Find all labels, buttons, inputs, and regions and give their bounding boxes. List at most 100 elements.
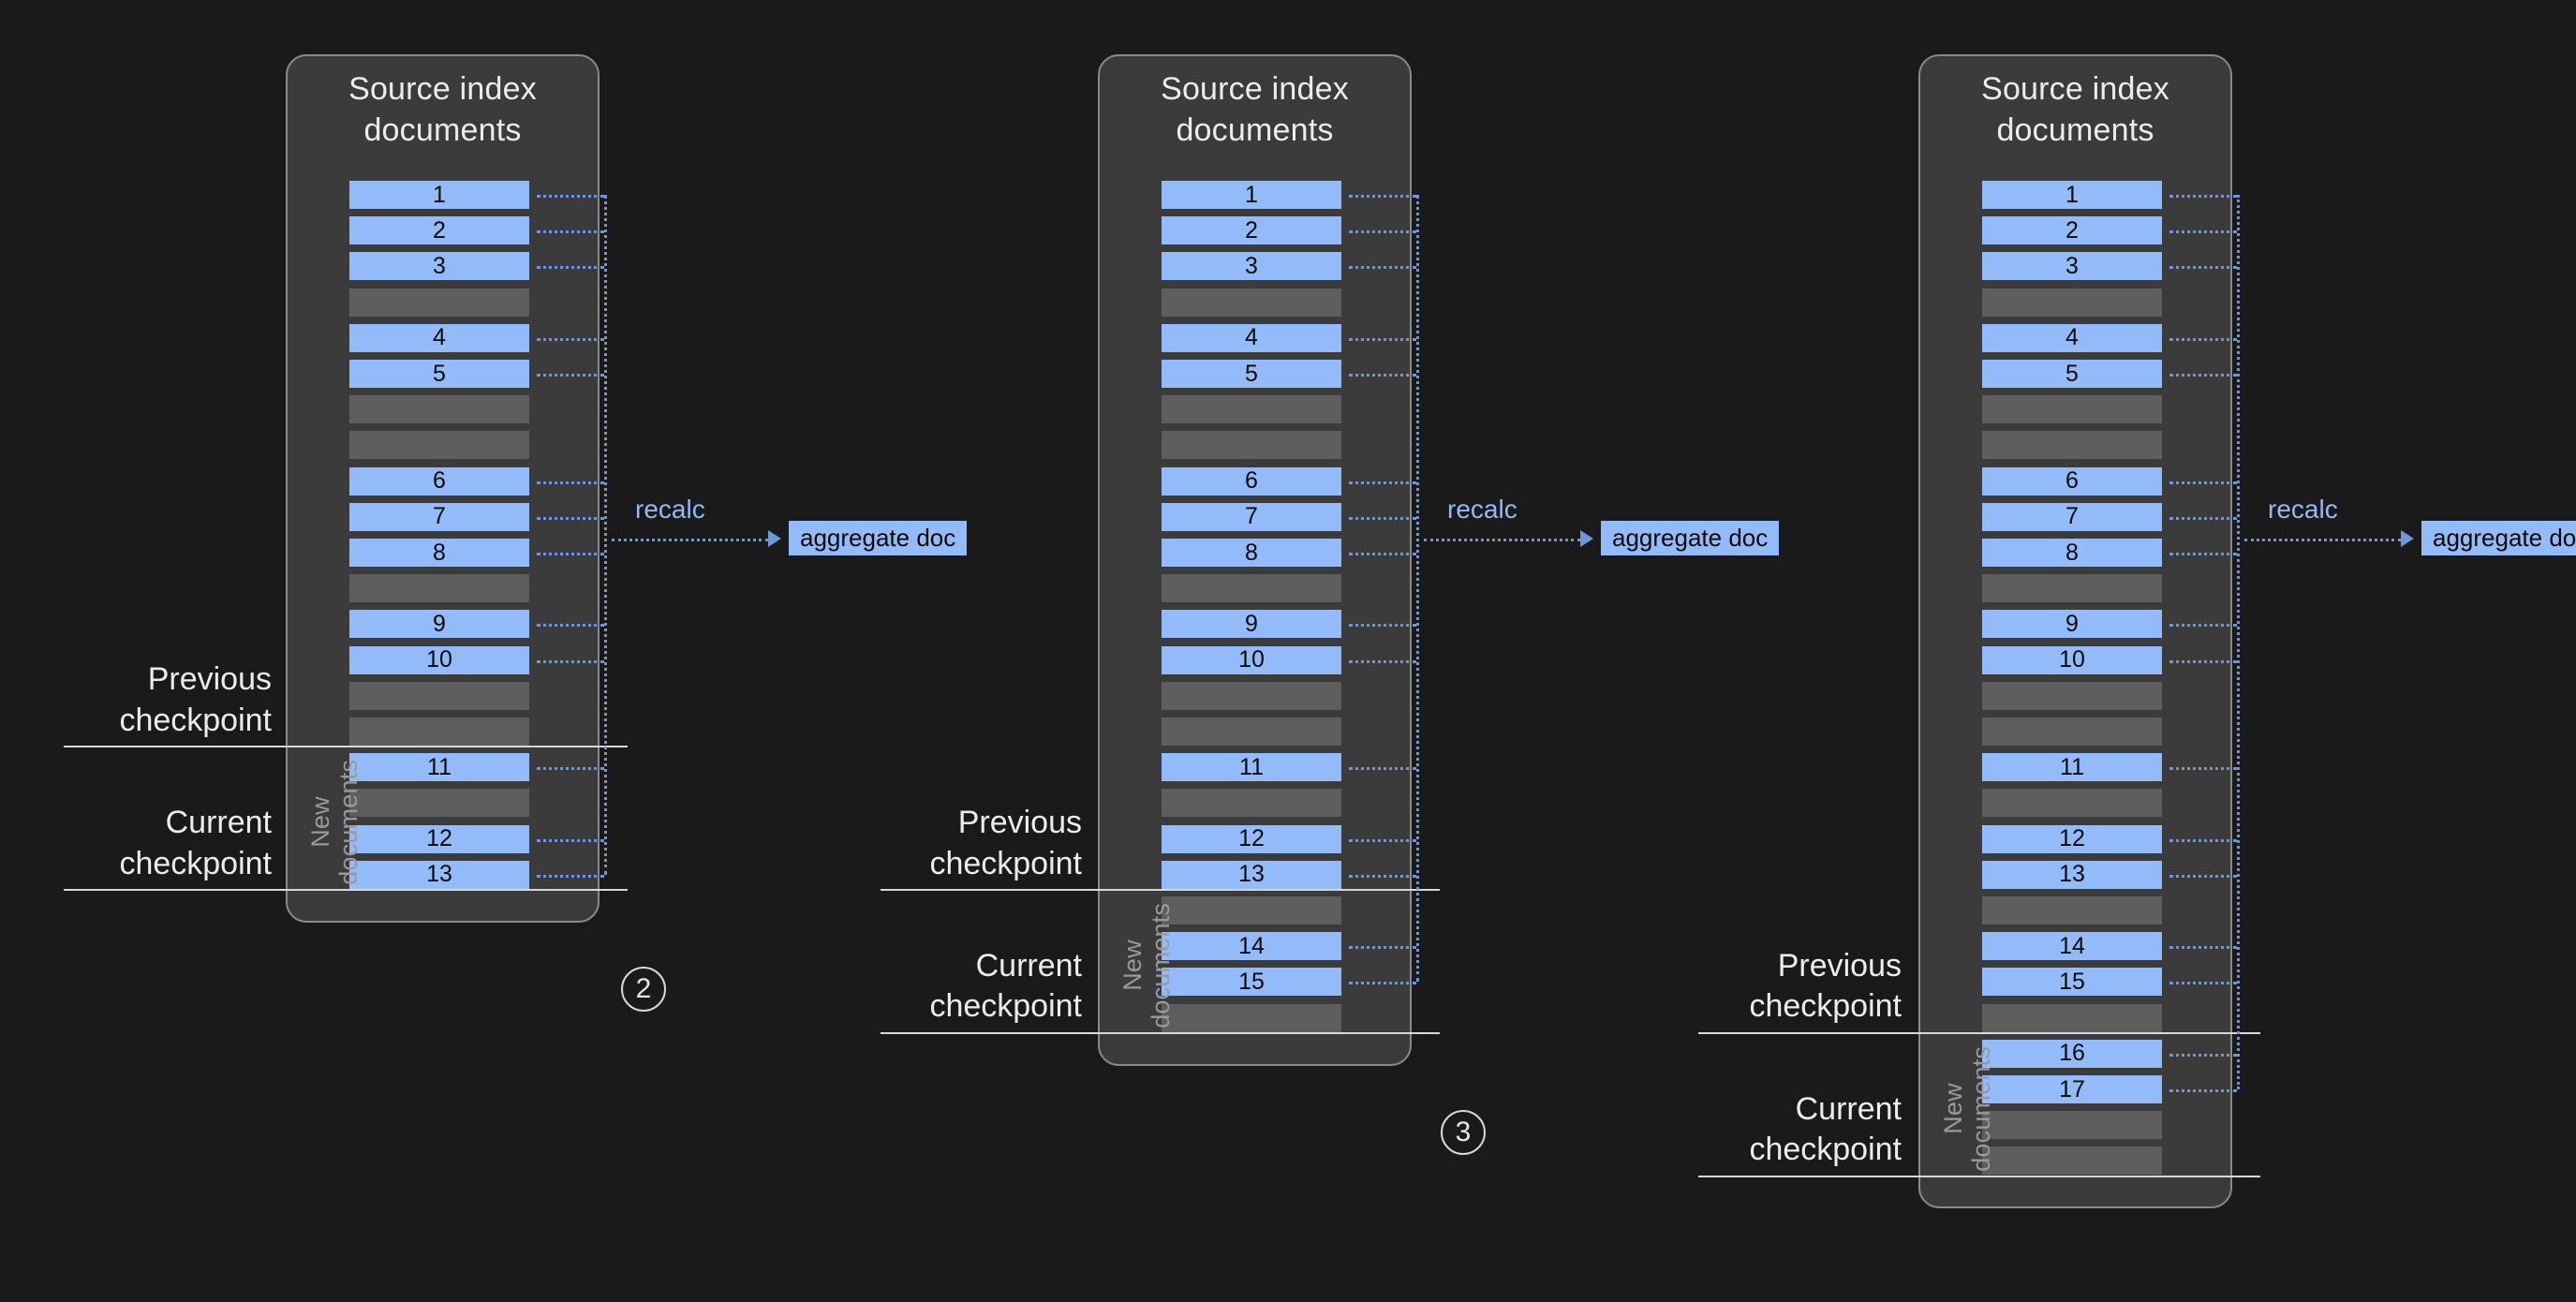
document-row: 10 bbox=[1982, 645, 2162, 674]
document-connector-line bbox=[537, 337, 604, 341]
document-row: 13 bbox=[349, 860, 529, 889]
document-gap-row bbox=[349, 789, 529, 818]
document-gap-row bbox=[349, 681, 529, 710]
document-connector-line bbox=[1349, 767, 1416, 771]
current-checkpoint-label: Current checkpoint bbox=[929, 947, 1082, 1025]
document-connector-line bbox=[2169, 481, 2237, 484]
document-row: 9 bbox=[1162, 610, 1341, 639]
document-connector-line bbox=[2169, 195, 2237, 198]
document-connector-line bbox=[1349, 230, 1416, 234]
document-connector-line bbox=[2169, 767, 2237, 771]
document-connector-line bbox=[1349, 374, 1416, 377]
document-row: 2 bbox=[1982, 216, 2162, 245]
document-gap-row bbox=[1982, 431, 2162, 460]
document-gap-row bbox=[349, 574, 529, 603]
recalc-arrow bbox=[612, 539, 768, 541]
document-row: 12 bbox=[1982, 824, 2162, 853]
recalc-arrow bbox=[2244, 539, 2401, 541]
document-row: 16 bbox=[1982, 1039, 2162, 1068]
recalc-arrow bbox=[1424, 539, 1580, 541]
document-gap-row bbox=[1162, 681, 1341, 710]
recalc-arrow-head bbox=[1580, 530, 1593, 547]
document-row: 3 bbox=[1162, 252, 1341, 281]
document-connector-line bbox=[2169, 553, 2237, 555]
document-row: 4 bbox=[1162, 323, 1341, 352]
document-connector-line bbox=[2169, 1053, 2237, 1057]
document-connector-line bbox=[2169, 982, 2237, 985]
document-row: 9 bbox=[349, 610, 529, 639]
document-row: 6 bbox=[1982, 466, 2162, 496]
document-connector-line bbox=[2169, 659, 2237, 663]
document-connector-line bbox=[2169, 230, 2237, 234]
document-connector-line bbox=[537, 624, 604, 628]
document-connector-line bbox=[1349, 195, 1416, 198]
aggregate-doc-box: aggregate doc bbox=[1601, 521, 1780, 555]
document-gap-row bbox=[1162, 896, 1341, 925]
recalc-arrow-head bbox=[2401, 530, 2414, 547]
connector-bus-line bbox=[604, 195, 607, 875]
document-connector-line bbox=[2169, 838, 2237, 842]
document-row: 5 bbox=[1982, 360, 2162, 388]
document-gap-row bbox=[1982, 574, 2162, 603]
document-connector-line bbox=[537, 553, 604, 555]
recalc-label: recalc bbox=[635, 495, 705, 524]
step-number-badge: 3 bbox=[1441, 1109, 1486, 1155]
current-checkpoint-line bbox=[881, 1031, 1440, 1034]
previous-checkpoint-label: Previous checkpoint bbox=[929, 805, 1082, 881]
document-row: 12 bbox=[1162, 824, 1341, 853]
document-gap-row bbox=[349, 288, 529, 317]
document-row: 1 bbox=[1982, 181, 2162, 209]
document-connector-line bbox=[537, 481, 604, 484]
aggregate-doc-box: aggregate doc bbox=[789, 521, 968, 555]
document-row: 5 bbox=[349, 360, 529, 388]
document-connector-line bbox=[2169, 1089, 2237, 1092]
document-connector-line bbox=[537, 516, 604, 520]
document-connector-line bbox=[537, 659, 604, 663]
document-gap-row bbox=[1162, 431, 1341, 460]
document-row: 10 bbox=[1162, 645, 1341, 674]
document-gap-row bbox=[349, 718, 529, 746]
step-number-badge: 2 bbox=[621, 966, 666, 1012]
document-connector-line bbox=[537, 266, 604, 270]
document-row: 8 bbox=[1162, 539, 1341, 567]
document-connector-line bbox=[2169, 946, 2237, 950]
document-row: 13 bbox=[1162, 860, 1341, 889]
document-gap-row bbox=[349, 395, 529, 424]
document-row: 4 bbox=[1982, 323, 2162, 352]
document-row: 14 bbox=[1982, 932, 2162, 961]
document-gap-row bbox=[1982, 1111, 2162, 1140]
new-documents-label: New documents bbox=[1939, 1045, 1996, 1172]
document-gap-row bbox=[1162, 395, 1341, 424]
document-gap-row bbox=[1982, 1003, 2162, 1032]
card-title: Source index documents bbox=[1161, 71, 1349, 148]
document-row: 10 bbox=[349, 645, 529, 674]
document-connector-line bbox=[1349, 266, 1416, 270]
document-connector-line bbox=[2169, 624, 2237, 628]
document-gap-row bbox=[1982, 288, 2162, 317]
document-row: 17 bbox=[1982, 1075, 2162, 1103]
document-gap-row bbox=[1982, 395, 2162, 424]
document-row: 2 bbox=[349, 216, 529, 245]
document-row: 7 bbox=[349, 502, 529, 531]
document-connector-line bbox=[1349, 838, 1416, 842]
document-row: 15 bbox=[1162, 968, 1341, 997]
document-connector-line bbox=[2169, 516, 2237, 520]
document-gap-row bbox=[1162, 1003, 1341, 1032]
document-row: 7 bbox=[1162, 502, 1341, 531]
document-connector-line bbox=[1349, 481, 1416, 484]
document-connector-line bbox=[1349, 624, 1416, 628]
document-row: 3 bbox=[349, 252, 529, 281]
document-connector-line bbox=[2169, 874, 2237, 878]
connector-bus-line bbox=[2237, 195, 2240, 1089]
previous-checkpoint-label: Previous checkpoint bbox=[1749, 947, 1902, 1025]
recalc-label: recalc bbox=[1447, 495, 1517, 524]
document-gap-row bbox=[1982, 718, 2162, 746]
document-connector-line bbox=[537, 230, 604, 234]
document-row: 7 bbox=[1982, 502, 2162, 531]
document-row: 12 bbox=[349, 824, 529, 853]
document-connector-line bbox=[1349, 874, 1416, 878]
current-checkpoint-line bbox=[64, 889, 628, 891]
document-row: 2 bbox=[1162, 216, 1341, 245]
document-gap-row bbox=[1162, 718, 1341, 746]
previous-checkpoint-label: Previous checkpoint bbox=[119, 661, 272, 738]
